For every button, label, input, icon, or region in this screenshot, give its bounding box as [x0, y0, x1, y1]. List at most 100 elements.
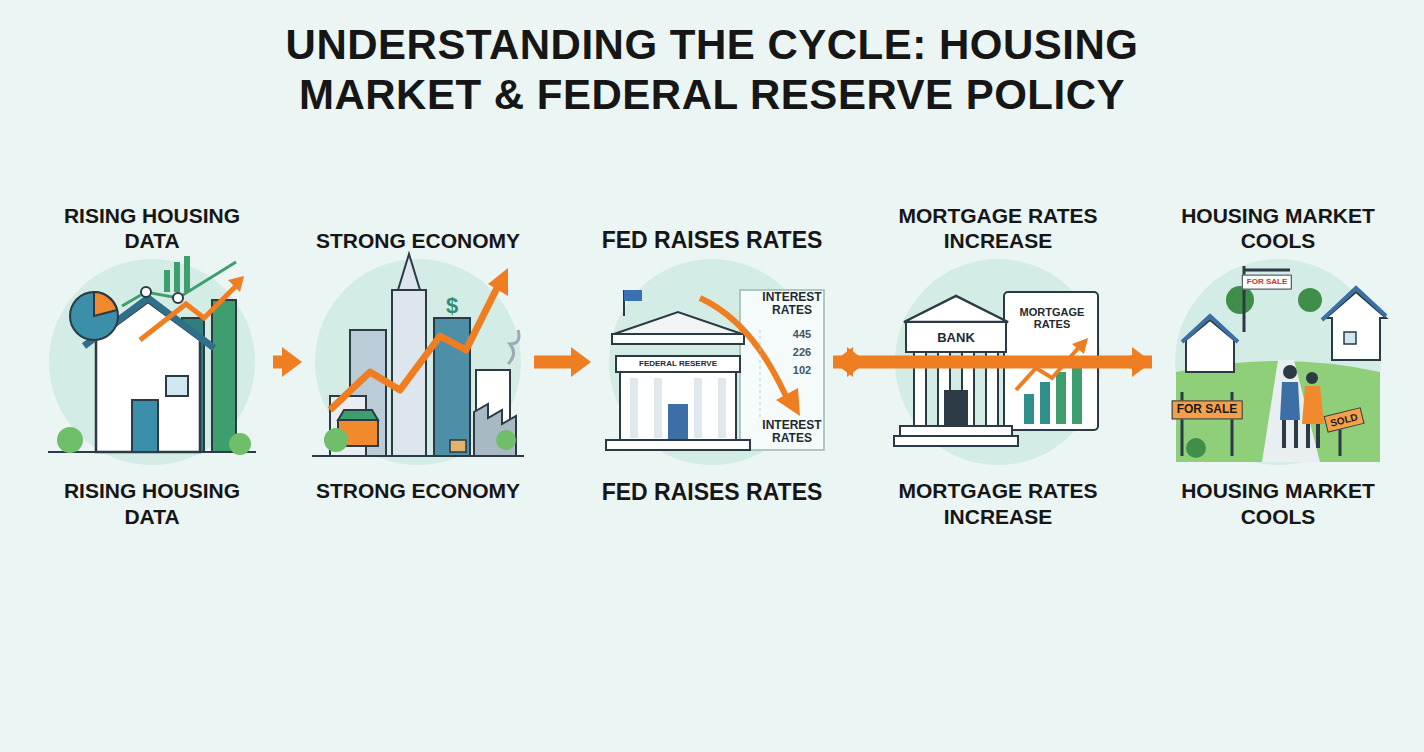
- art-circle: [141, 287, 151, 297]
- art-circle: [1175, 259, 1381, 465]
- art-circle: [1186, 438, 1206, 458]
- stage-heading: FED RAISES RATES: [602, 226, 823, 254]
- stage-caption: RISING HOUSING DATA: [37, 478, 267, 529]
- art-line: [1294, 420, 1298, 448]
- art-rect: [212, 300, 236, 452]
- stage-caption-box: HOUSING MARKET COOLS: [1158, 478, 1398, 529]
- illustration-label: FOR SALE: [1172, 400, 1243, 419]
- housing-data-art: [48, 256, 256, 465]
- art-line: [1244, 269, 1290, 272]
- art-rect: [624, 290, 642, 301]
- arrow-head: [833, 347, 853, 377]
- flow-arrow: [534, 347, 591, 377]
- art-line: [1282, 420, 1286, 448]
- art-rect: [1056, 372, 1066, 424]
- art-path: [776, 388, 800, 416]
- stage-node: FED RAISES RATES FED RAISES RATES: [597, 188, 827, 506]
- art-circle: [496, 430, 516, 450]
- art-circle: [1298, 288, 1322, 312]
- stage-heading-box: MORTGAGE RATES INCREASE: [873, 188, 1123, 254]
- stage-node: HOUSING MARKET COOLS HOUSING MARKET COOLS: [1158, 188, 1398, 529]
- art-circle: [1226, 286, 1254, 314]
- art-circle: [49, 259, 255, 465]
- art-rect: [668, 404, 688, 440]
- stage-caption: HOUSING MARKET COOLS: [1158, 478, 1398, 529]
- art-path: [330, 282, 500, 410]
- art-rect: [630, 378, 638, 438]
- art-path: [1072, 338, 1088, 354]
- illustration-zone: [308, 254, 528, 478]
- art-rect: [944, 390, 968, 426]
- art-rect: [906, 322, 1006, 352]
- arrow-shaft: [534, 356, 573, 369]
- art-circle: [229, 433, 251, 455]
- art-rect: [606, 440, 750, 450]
- art-rect: [1072, 360, 1082, 424]
- art-line: [1316, 424, 1320, 448]
- arrow-shaft: [851, 356, 1152, 369]
- stage-caption-box: MORTGAGE RATES INCREASE: [873, 478, 1123, 529]
- art-rect: [1344, 332, 1356, 344]
- art-path: [1280, 382, 1300, 420]
- illustration-label: 102: [793, 364, 811, 376]
- stage-heading-box: STRONG ECONOMY: [308, 188, 528, 254]
- art-path: [122, 262, 236, 306]
- art-path: [488, 268, 508, 296]
- art-circle: [70, 292, 118, 340]
- stage-caption: STRONG ECONOMY: [316, 478, 520, 504]
- art-rect: [718, 378, 726, 438]
- art-rect: [166, 376, 188, 396]
- art-rect: [616, 356, 740, 372]
- art-circle: [324, 428, 348, 452]
- art-circle: [57, 427, 83, 453]
- art-circle: [1283, 365, 1297, 379]
- art-path: [140, 284, 238, 340]
- diagram-title: UNDERSTANDING THE CYCLE: HOUSING MARKET …: [62, 20, 1362, 121]
- art-path: [398, 254, 420, 290]
- illustration-label: 226: [793, 346, 811, 358]
- stage-heading-box: FED RAISES RATES: [597, 188, 827, 254]
- illustration-zone: [37, 254, 267, 478]
- neighbourhood-art: [1175, 259, 1386, 465]
- illustration-label: $: [446, 294, 458, 318]
- arrow-head: [571, 347, 591, 377]
- art-rect: [654, 378, 662, 438]
- stage-node: RISING HOUSING DATA RISING HOUSING DATA: [37, 188, 267, 529]
- stage-caption-box: STRONG ECONOMY: [308, 478, 528, 504]
- art-path: [508, 330, 519, 364]
- art-path: [474, 404, 516, 456]
- illustration-label: BANK: [937, 331, 975, 345]
- illustration-label: FEDERAL RESERVE: [639, 360, 717, 369]
- stage-heading-box: HOUSING MARKET COOLS: [1158, 188, 1398, 254]
- stage-heading: STRONG ECONOMY: [316, 228, 520, 254]
- illustration-label: FOR SALE: [1242, 275, 1292, 290]
- art-line: [312, 455, 524, 457]
- art-path: [614, 312, 742, 334]
- illustration-label: 445: [793, 328, 811, 340]
- art-path: [94, 292, 117, 316]
- art-path: [1182, 316, 1238, 342]
- art-path: [228, 276, 244, 292]
- flow-arrow: [833, 347, 1152, 377]
- art-rect: [694, 378, 702, 438]
- art-path: [338, 410, 378, 420]
- art-line: [760, 330, 761, 420]
- illustration-label: INTEREST RATES: [755, 291, 829, 317]
- art-circle: [1306, 372, 1318, 384]
- illustration-zone: [873, 254, 1123, 478]
- art-rect: [1040, 382, 1050, 424]
- illustration-label: MORTGAGE RATES: [1009, 306, 1095, 330]
- stage-heading: RISING HOUSING DATA: [37, 203, 267, 254]
- stage-heading-box: RISING HOUSING DATA: [37, 188, 267, 254]
- art-path: [1322, 288, 1386, 320]
- art-path: [904, 296, 1008, 322]
- stage-caption-box: RISING HOUSING DATA: [37, 478, 267, 529]
- stage-heading: HOUSING MARKET COOLS: [1158, 203, 1398, 254]
- art-path: [1186, 320, 1234, 372]
- art-rect: [184, 256, 190, 292]
- art-rect: [450, 440, 466, 452]
- art-rect: [132, 400, 158, 452]
- stage-caption-box: FED RAISES RATES: [597, 478, 827, 506]
- art-rect: [164, 270, 170, 292]
- art-rect: [894, 436, 1018, 446]
